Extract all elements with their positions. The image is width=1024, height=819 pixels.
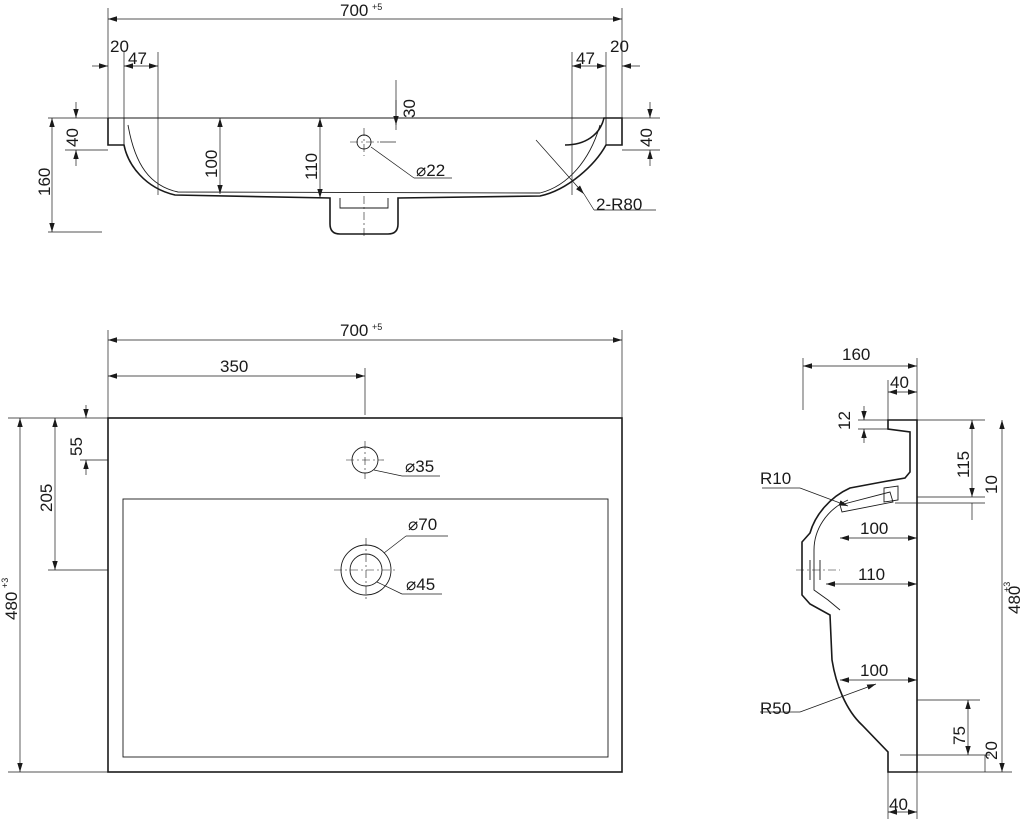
- top-width-tol: +5: [372, 2, 382, 12]
- plan-width-label: 700: [340, 321, 368, 340]
- plan-view: 700 +5 350 ⌀35 ⌀70 ⌀45 55: [0, 321, 623, 773]
- corner-radius-label: 2-R80: [596, 195, 642, 214]
- side-depth-tol: +3: [1002, 582, 1012, 592]
- top-right-height-label: 40: [637, 128, 656, 147]
- left-edge-label: 20: [110, 37, 129, 56]
- right-inner-label: 47: [576, 49, 595, 68]
- inner-a-label: 100: [860, 519, 888, 538]
- small-step-label: 10: [982, 475, 1001, 494]
- bottom-a-label: 75: [950, 726, 969, 745]
- radius-top-label: R10: [760, 469, 791, 488]
- hole-offset-label: 30: [400, 99, 419, 118]
- depth-b-label: 110: [302, 153, 321, 180]
- top-width-label: 700: [340, 1, 368, 20]
- drain-inner-label: ⌀45: [406, 575, 435, 594]
- left-inner-label: 47: [128, 49, 147, 68]
- depth-a-label: 100: [202, 150, 221, 178]
- side-width-label: 160: [842, 345, 870, 364]
- bottom-b-label: 20: [982, 741, 1001, 760]
- inner-c-label: 100: [860, 661, 888, 680]
- upper-height-label: 115: [954, 451, 973, 478]
- bowl-offset-label: 205: [37, 484, 56, 512]
- basin-outline: [107, 417, 623, 773]
- bowl-outline: [122, 498, 609, 758]
- tap-hole-label: ⌀35: [405, 457, 434, 476]
- top-total-height-label: 160: [35, 168, 54, 196]
- side-profile: [801, 419, 918, 773]
- side-view: 160 40 12 115 10 R10 100 1: [760, 345, 1024, 819]
- inner-b-label: 110: [858, 565, 885, 584]
- right-edge-label: 20: [610, 37, 629, 56]
- base-width-label: 40: [889, 795, 908, 814]
- plan-depth-tol: +3: [0, 578, 10, 588]
- drain-outer-label: ⌀70: [408, 515, 437, 534]
- side-depth-label: 480: [1005, 586, 1024, 614]
- top-view: 700 +5 20 47 47 20 40 160 100: [35, 1, 660, 236]
- edge-offset-label: 55: [67, 437, 86, 456]
- side-rim-label: 40: [890, 373, 909, 392]
- hole-diameter-label: ⌀22: [416, 161, 445, 180]
- plan-depth-label: 480: [2, 592, 21, 620]
- radius-bottom-label: R50: [760, 699, 791, 718]
- top-left-height-label: 40: [63, 128, 82, 147]
- plan-width-tol: +5: [372, 322, 382, 332]
- tap-offset-label: 350: [220, 357, 248, 376]
- lip-height-label: 12: [835, 411, 854, 430]
